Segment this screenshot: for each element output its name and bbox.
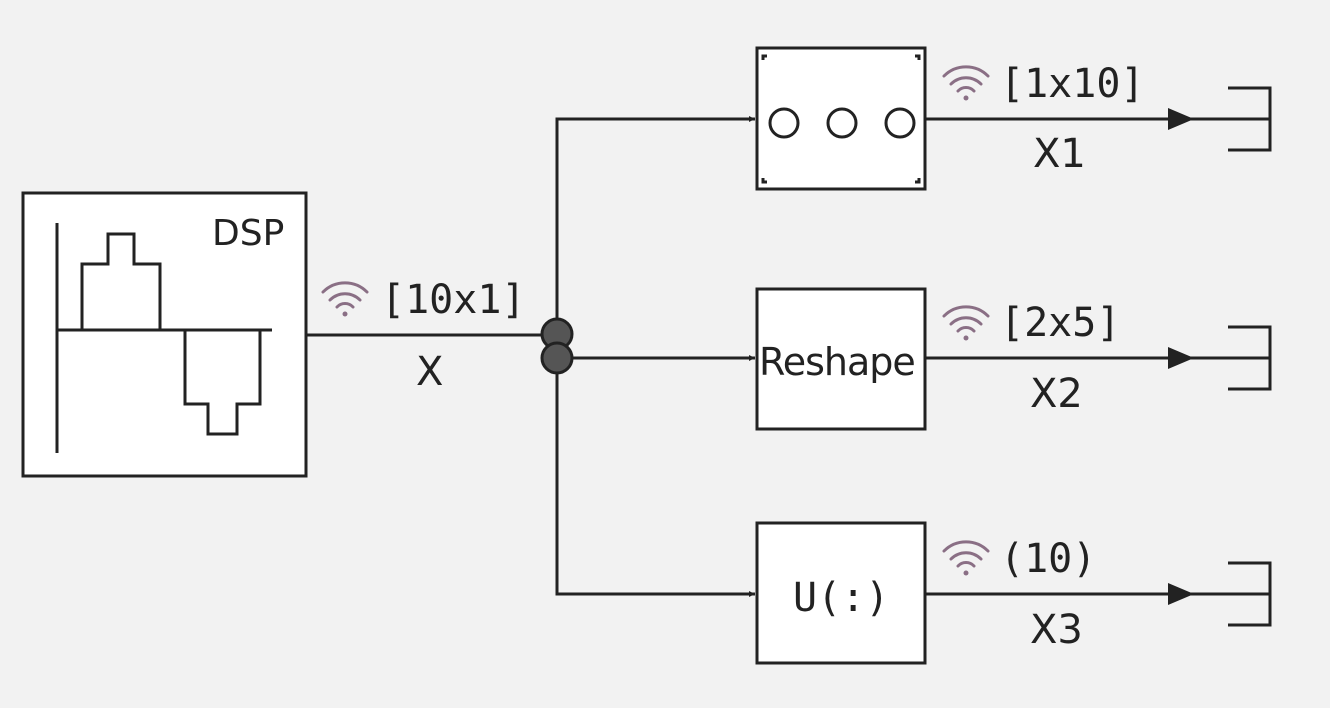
output-lines[interactable] — [925, 117, 1270, 596]
signal-icon — [942, 65, 990, 101]
signal-waveform-icon — [55, 223, 272, 453]
dsp-source-block[interactable] — [21, 191, 308, 478]
signal-dims-input: [10x1] — [381, 277, 526, 323]
transpose-block[interactable] — [755, 46, 927, 191]
signal-dims-out1: [1x10] — [1000, 61, 1145, 107]
branch-point — [540, 317, 574, 375]
signal-icon — [321, 281, 369, 317]
signal-icon — [942, 305, 990, 341]
signal-name-input: X — [416, 349, 444, 395]
reshape-block-label: Reshape — [759, 340, 916, 384]
signal-name-out2: X2 — [1030, 371, 1083, 417]
signal-icon — [942, 540, 990, 576]
signal-name-out1: X1 — [1033, 131, 1086, 177]
reshape-block[interactable] — [755, 287, 927, 431]
colon-block[interactable] — [755, 521, 927, 665]
corner-marks — [761, 54, 921, 184]
terminator-2[interactable] — [1228, 325, 1272, 391]
signal-name-out3: X3 — [1030, 607, 1083, 653]
terminator-3[interactable] — [1228, 561, 1272, 627]
dsp-block-label: DSP — [212, 213, 285, 254]
terminator-1[interactable] — [1228, 86, 1272, 152]
three-dots-icon — [768, 107, 916, 139]
output-arrowheads — [1168, 108, 1194, 605]
colon-block-label: U(:) — [793, 575, 890, 621]
signal-dims-out2: [2x5] — [1000, 300, 1121, 346]
signal-dims-out3: (10) — [1000, 536, 1097, 582]
branch-lines[interactable] — [555, 116, 755, 597]
